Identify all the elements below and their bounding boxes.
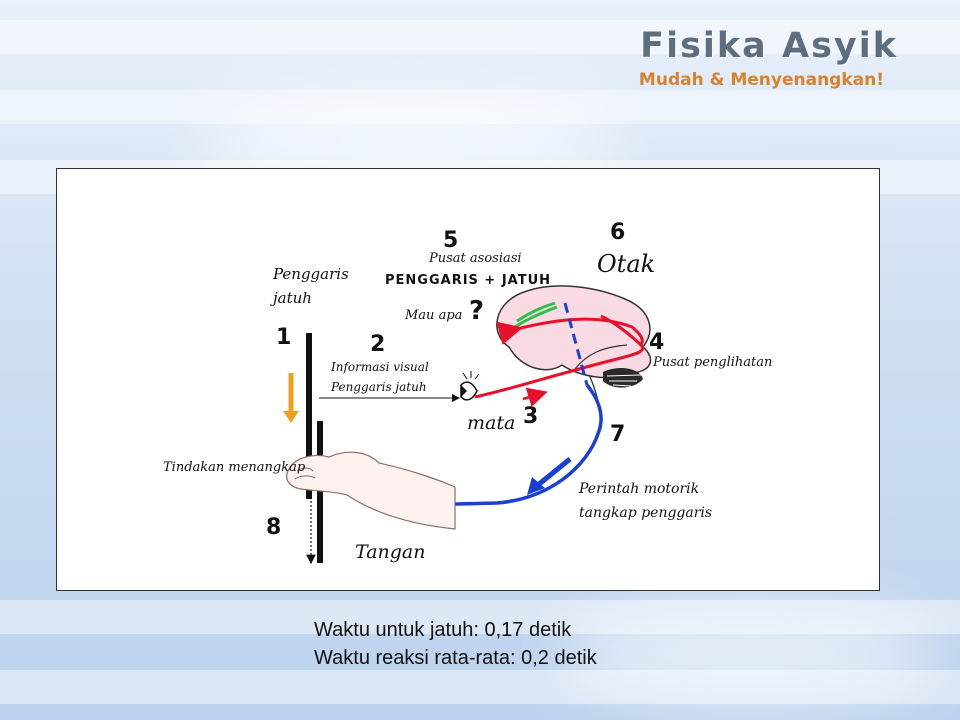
eye-icon (460, 371, 480, 401)
step-3: 3 (523, 404, 538, 429)
ruler-falling (306, 333, 312, 499)
ruler-caught (317, 421, 323, 563)
fall-arrow-head (283, 411, 299, 423)
question-mark: ? (469, 296, 484, 326)
label-penggaris-jatuh: Penggaris jatuh (330, 380, 427, 394)
label-tindakan-menangkap: Tindakan menangkap (163, 460, 306, 475)
brand-title: Fisika Asyik (640, 26, 898, 66)
reaction-diagram-panel: Penggaris jatuh Pusat asosiasi PENGGARIS… (56, 168, 880, 591)
brain-shape (496, 285, 652, 379)
label-tangkap-penggaris: tangkap penggaris (579, 505, 712, 521)
footer-text: Waktu untuk jatuh: 0,17 detik Waktu reak… (314, 616, 597, 672)
label-mata: mata (467, 412, 515, 434)
label-mau-apa: Mau apa (404, 308, 462, 323)
sensory-arrow-3 (522, 387, 548, 407)
motor-pathway-dashed (563, 302, 589, 386)
label-penggaris-jatuh-caps: PENGGARIS + JATUH (385, 273, 551, 288)
brand-logo: Fisika Asyik Mudah & Menyenangkan! (639, 26, 898, 90)
reaction-diagram: Penggaris jatuh Pusat asosiasi PENGGARIS… (163, 220, 772, 565)
sensory-pathway (474, 314, 645, 399)
label-pusat-penglihatan: Pusat penglihatan (652, 355, 772, 370)
step-5: 5 (443, 228, 458, 253)
label-informasi-visual: Informasi visual (330, 360, 429, 374)
footer-line-fall-time: Waktu untuk jatuh: 0,17 detik (314, 619, 572, 641)
cerebellum-lines (606, 374, 642, 387)
label-tangan: Tangan (355, 541, 426, 563)
hand-fingers (294, 467, 316, 480)
sensory-pathway-upper (496, 317, 644, 346)
footer-line-reaction-time: Waktu reaksi rata-rata: 0,2 detik (314, 647, 597, 669)
step-8: 8 (266, 515, 281, 540)
label-jatuh: jatuh (270, 289, 312, 307)
step-6: 6 (610, 220, 625, 245)
label-otak: Otak (597, 250, 655, 278)
step-4: 4 (649, 330, 664, 355)
label-perintah-motorik: Perintah motorik (578, 481, 699, 497)
motor-arrow-head (527, 477, 545, 495)
hand-arm (286, 451, 456, 530)
label-pusat-asosiasi: Pusat asosiasi (428, 251, 522, 266)
step-2: 2 (370, 332, 385, 357)
brain-fold (574, 344, 628, 370)
step-1: 1 (276, 325, 291, 350)
cerebellum (603, 367, 643, 388)
step-7: 7 (610, 422, 625, 447)
label-penggaris: Penggaris (272, 265, 349, 283)
brand-tagline: Mudah & Menyenangkan! (638, 70, 884, 90)
